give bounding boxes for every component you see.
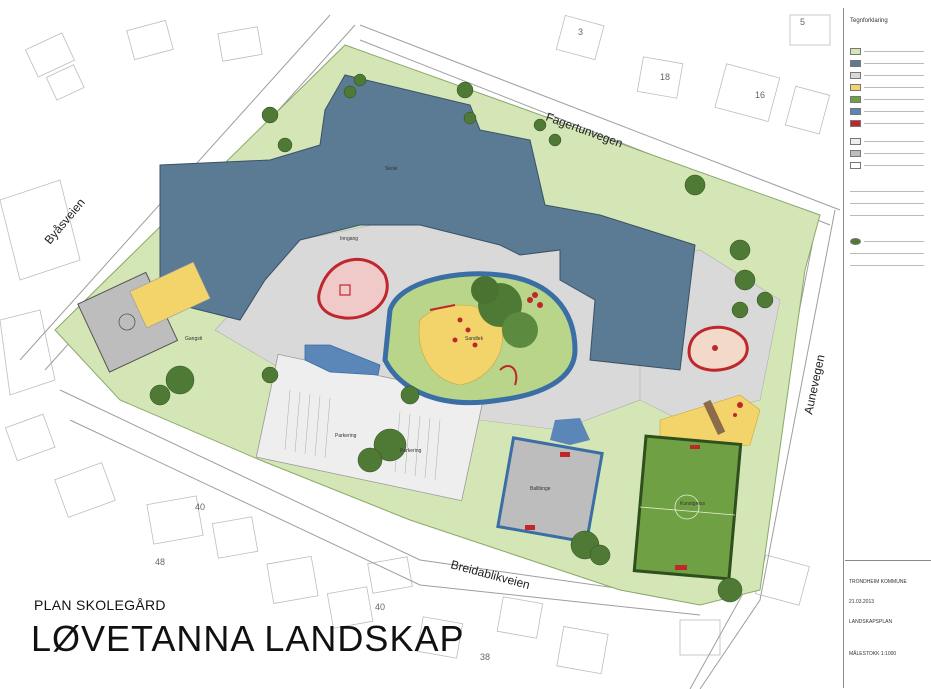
- label-parkering-2: Parkering: [400, 448, 422, 454]
- legend-row: [850, 212, 924, 218]
- legend-row: [850, 59, 924, 67]
- legend-row: [850, 107, 924, 115]
- neighborhood-outlines: [0, 14, 831, 675]
- label-kunstgress: Kunstgress: [680, 501, 706, 507]
- legend-row: [850, 149, 924, 157]
- plot-number-5: 5: [800, 17, 805, 27]
- plot-number-40b: 40: [375, 602, 385, 612]
- legend-swatch-building: [850, 59, 861, 67]
- legend-swatch-tree: [850, 237, 861, 245]
- title-block-date: 21.03.2013: [849, 599, 875, 605]
- map-legend: Tegnforklaring: [843, 8, 930, 688]
- football-field: [632, 434, 743, 581]
- plan-subtitle: PLAN SKOLEGÅRD: [34, 597, 166, 613]
- street-label-byasveien: Byåsveien: [42, 196, 88, 247]
- label-gangsti: Gangsti: [185, 336, 202, 342]
- plot-number-48: 48: [155, 557, 165, 567]
- label-sandlek: Sandlek: [465, 336, 484, 342]
- playground-east: [687, 325, 749, 372]
- legend-swatch-play-equipment: [850, 119, 861, 127]
- legend-swatch-grass: [850, 47, 861, 55]
- drawing-title-block: TRONDHEIM KOMMUNE 21.03.2013 LANDSKAPSPL…: [845, 560, 931, 686]
- legend-row: [850, 161, 924, 169]
- legend-row: [850, 95, 924, 103]
- legend-swatch-field: [850, 95, 861, 103]
- legend-row: [850, 119, 924, 127]
- ball-court-west: [77, 261, 211, 373]
- legend-row: [850, 262, 924, 268]
- plot-number-18: 18: [660, 72, 670, 82]
- plan-title: LØVETANNA LANDSKAP: [31, 618, 465, 659]
- legend-swatch-pavement: [850, 71, 861, 79]
- legend-row: [850, 200, 924, 206]
- water-feature-south: [550, 418, 590, 445]
- label-skole: Skole: [385, 166, 398, 172]
- label-ballbinge: Ballbinge: [530, 486, 551, 492]
- legend-row: [850, 137, 924, 145]
- plot-number-38: 38: [480, 652, 490, 662]
- legend-swatch-sand: [850, 83, 861, 91]
- label-parkering-1: Parkering: [335, 433, 357, 439]
- legend-row: [850, 188, 924, 194]
- ball-court-south: [496, 436, 604, 544]
- water-feature: [304, 344, 381, 376]
- sand-play-details: [703, 399, 743, 436]
- trees: [149, 73, 774, 603]
- legend-row: [850, 83, 924, 91]
- central-play-landscape: [382, 271, 578, 406]
- legend-row: [850, 47, 924, 55]
- legend-row: [850, 237, 924, 245]
- legend-row: [850, 71, 924, 79]
- street-label-breidablikveien: Breidablikveien: [449, 557, 531, 592]
- plot-number-16: 16: [755, 90, 765, 100]
- title-block-scale: MÅLESTOKK 1:1000: [849, 651, 897, 657]
- plot-number-3: 3: [578, 27, 583, 37]
- label-inngang: Inngang: [340, 236, 358, 242]
- playground-west: [317, 258, 389, 320]
- title-block-client: TRONDHEIM KOMMUNE: [849, 579, 907, 585]
- legend-row: [850, 250, 924, 256]
- title-block-drawing: LANDSKAPSPLAN: [849, 619, 893, 625]
- plot-number-40a: 40: [195, 502, 205, 512]
- legend-swatch-water: [850, 107, 861, 115]
- legend-heading: Tegnforklaring: [850, 18, 888, 24]
